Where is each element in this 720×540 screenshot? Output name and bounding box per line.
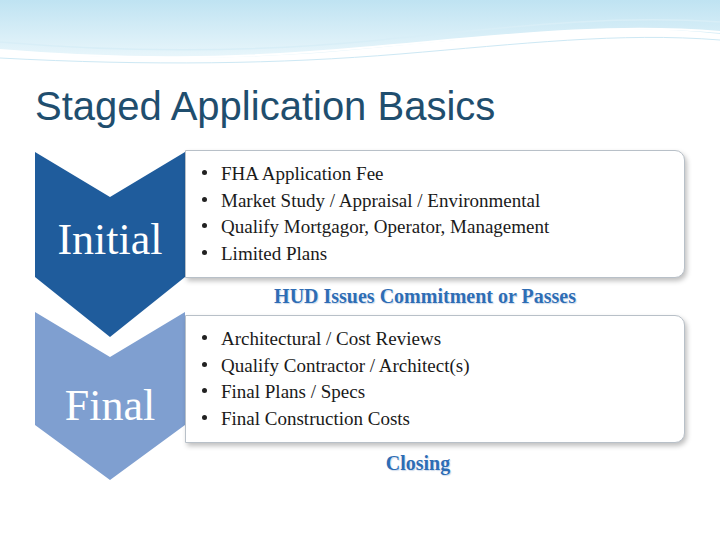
stage-milestone: Closing	[386, 452, 450, 475]
stage-label: Initial	[35, 214, 185, 265]
bullet-row: Qualify Mortgagor, Operator, Management	[200, 214, 670, 241]
bullet-text: Qualify Mortgagor, Operator, Management	[221, 214, 549, 241]
bullet-dot	[202, 362, 207, 367]
bullet-dot	[202, 170, 207, 175]
bullet-row: Final Plans / Specs	[200, 379, 670, 406]
bullet-dot	[202, 250, 207, 255]
stage-chevron: Final	[35, 312, 185, 480]
bullet-row: FHA Application Fee	[200, 161, 670, 188]
bullet-dot	[202, 415, 207, 420]
bullet-text: Architectural / Cost Reviews	[221, 326, 441, 353]
bullet-box: Architectural / Cost ReviewsQualify Cont…	[185, 315, 685, 443]
bullet-text: Final Plans / Specs	[221, 379, 365, 406]
bullet-row: Qualify Contractor / Architect(s)	[200, 353, 670, 380]
bullet-text: Final Construction Costs	[221, 406, 410, 433]
stage-label: Final	[35, 380, 185, 431]
bullet-box: FHA Application FeeMarket Study / Apprai…	[185, 150, 685, 278]
bullet-dot	[202, 335, 207, 340]
slide-title: Staged Application Basics	[35, 84, 495, 129]
bullet-text: FHA Application Fee	[221, 161, 384, 188]
stage-milestone: HUD Issues Commitment or Passes	[274, 285, 576, 308]
bullet-dot	[202, 197, 207, 202]
bullet-row: Market Study / Appraisal / Environmental	[200, 188, 670, 215]
bullet-text: Market Study / Appraisal / Environmental	[221, 188, 540, 215]
stage-chevron: Initial	[35, 152, 185, 337]
bullet-dot	[202, 223, 207, 228]
bullet-text: Limited Plans	[221, 241, 327, 268]
bullet-row: Architectural / Cost Reviews	[200, 326, 670, 353]
bullet-row: Limited Plans	[200, 241, 670, 268]
bullet-dot	[202, 388, 207, 393]
bullet-text: Qualify Contractor / Architect(s)	[221, 353, 470, 380]
bullet-row: Final Construction Costs	[200, 406, 670, 433]
